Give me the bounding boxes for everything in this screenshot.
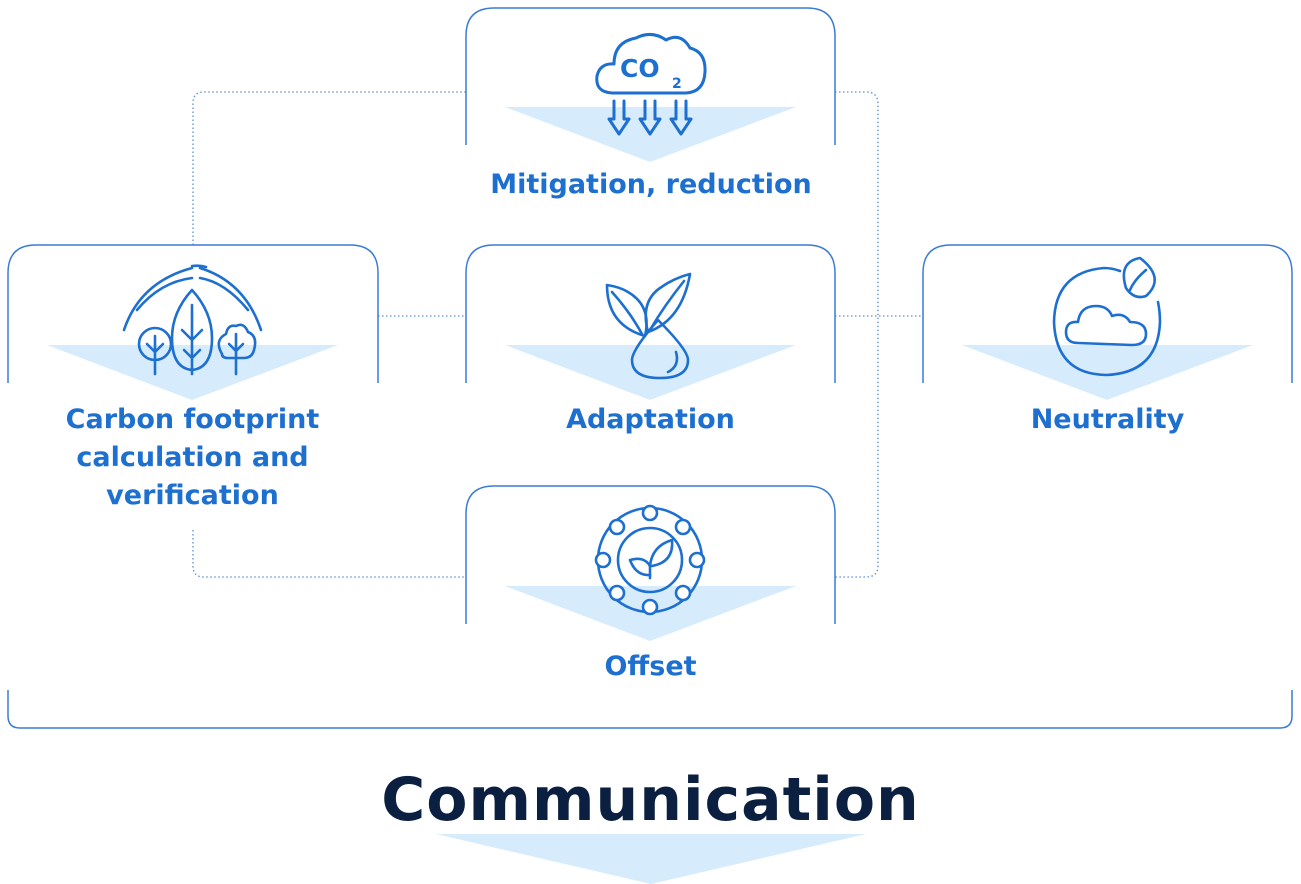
neutrality-label: Neutrality: [1030, 404, 1185, 435]
frame-mitigation: [465, 7, 836, 145]
frame-carbon: [7, 244, 379, 383]
shade-neutrality: [962, 345, 1253, 400]
co2-cloud-down-arrows-icon: CO 2: [595, 33, 707, 136]
connector-mitigation-right: [835, 91, 879, 578]
frame-offset: [465, 485, 836, 624]
communication-bracket: [7, 690, 1293, 729]
adaptation-label: Adaptation: [566, 404, 735, 435]
gear-leaf-icon: [594, 504, 706, 616]
shade-adaptation: [505, 345, 796, 400]
carbon-footprint-label: Carbon footprint calculation and verific…: [65, 404, 320, 511]
offset-label: Offset: [604, 651, 697, 682]
connector-carbon-to-offset: [192, 530, 466, 578]
mitigation-label: Mitigation, reduction: [490, 169, 812, 200]
connector-carbon-to-mitigation: [192, 91, 466, 245]
connectors: [192, 91, 923, 578]
shade-communication: [436, 834, 866, 884]
frame-neutrality: [922, 244, 1293, 383]
co2-icon-subscript: 2: [672, 76, 682, 92]
co2-icon-text: CO: [620, 54, 660, 83]
communication-title: Communication: [381, 765, 920, 835]
leaves-water-drop-icon: [605, 272, 692, 380]
cloud-leaf-globe-icon: [1052, 256, 1162, 377]
frame-adaptation: [465, 244, 836, 383]
trees-icon: [122, 264, 263, 376]
